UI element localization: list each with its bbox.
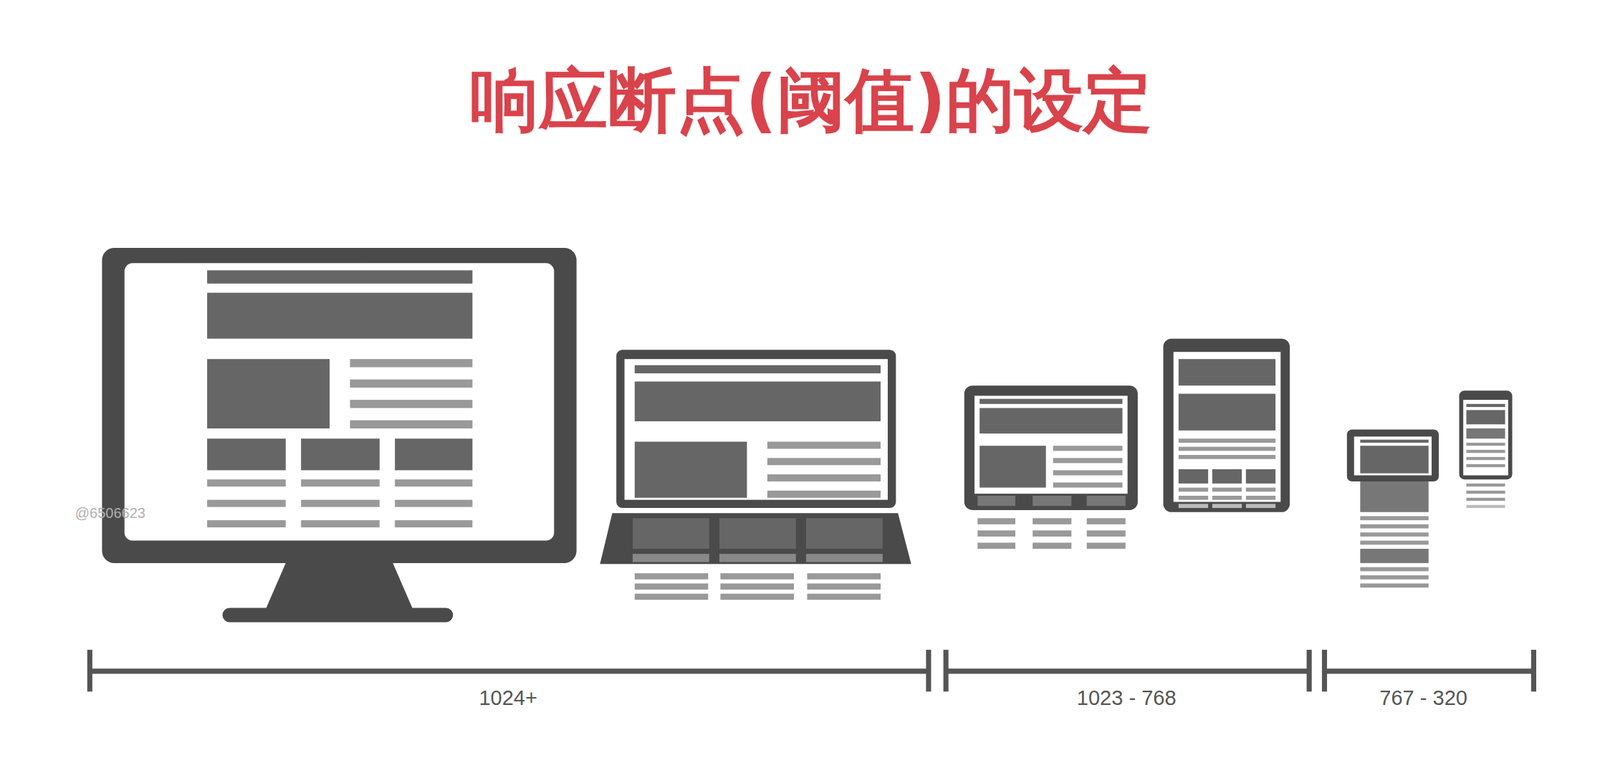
watermark: @6506623: [75, 505, 146, 522]
tablet-landscape: [964, 385, 1138, 549]
breakpoint-range: 1023 - 768: [1076, 686, 1177, 711]
desktop-monitor: [101, 247, 577, 623]
breakpoint-range: 767 - 320: [1379, 686, 1468, 711]
phone-portrait: [1458, 390, 1512, 509]
phone-landscape: [1347, 429, 1439, 588]
tablet-portrait: [1162, 338, 1290, 513]
page-title: 响应断点(阈值)的设定: [470, 55, 1153, 149]
laptop: [599, 349, 911, 600]
breakpoint-scale: [89, 649, 1534, 692]
breakpoint-range: 1024+: [478, 686, 537, 711]
